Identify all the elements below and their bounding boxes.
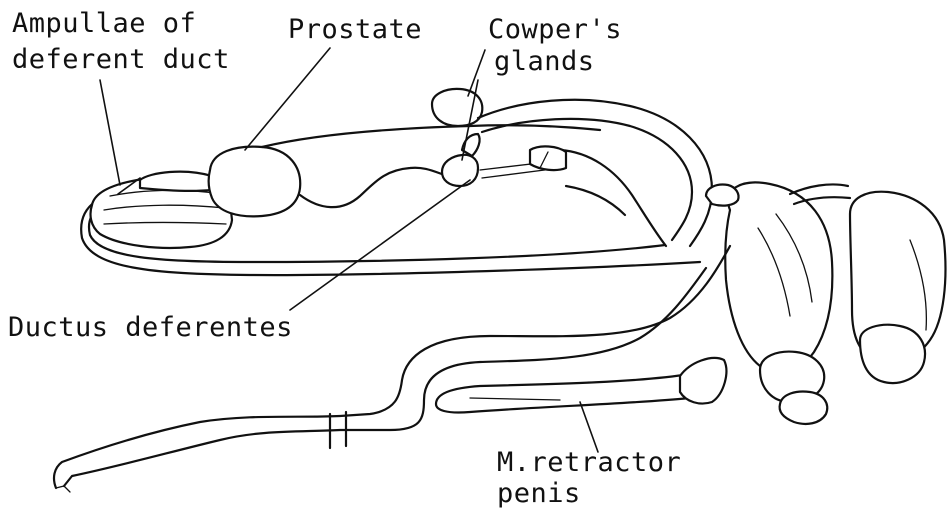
label-ampullae-line1: Ampullae of (12, 8, 196, 39)
label-retractor-line2: penis (497, 478, 581, 509)
leader-lines (100, 48, 598, 452)
leader-ductus (290, 180, 470, 310)
leader-retractor (580, 402, 598, 452)
label-ductus-deferentes: Ductus deferentes (8, 312, 293, 343)
bulbus-penis (706, 182, 832, 372)
prostate (209, 147, 301, 217)
cowpers-glands (432, 89, 566, 186)
penis-shaft (478, 100, 712, 246)
leader-ampullae-1 (100, 80, 120, 185)
label-ampullae-line2: deferent duct (12, 44, 230, 75)
glans-base (760, 352, 827, 424)
label-retractor-line1: M.retractor (497, 447, 681, 478)
label-cowpers-line1: Cowper's (488, 14, 622, 45)
label-cowpers-line2: glands (494, 46, 595, 77)
label-prostate: Prostate (288, 14, 422, 45)
leader-prostate (245, 48, 330, 150)
